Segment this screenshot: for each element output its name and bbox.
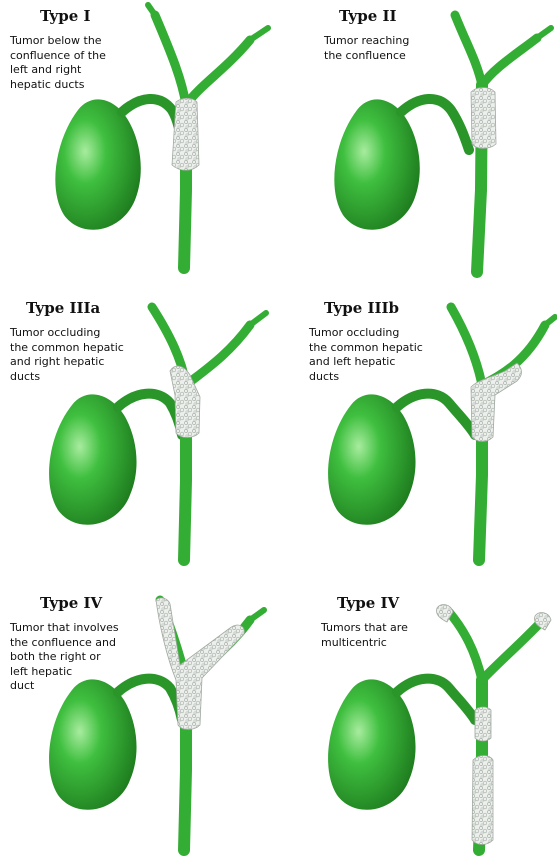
panel-description: Tumor occluding the common hepatic and l… <box>309 326 423 384</box>
biliary-illustration-type-ii <box>279 0 557 285</box>
biliary-illustration-type-iv <box>0 570 278 856</box>
panel-type-iv-multicentric: Type IV Tumors that are multicentric <box>279 570 557 855</box>
tumor <box>172 98 199 170</box>
panel-description: Tumor that involves the confluence and b… <box>10 621 119 694</box>
panel-title: Type IIIa <box>26 299 100 317</box>
gallbladder <box>334 99 469 230</box>
panel-description: Tumor reaching the confluence <box>324 34 409 63</box>
gallbladder <box>55 99 182 230</box>
tumor <box>472 756 493 845</box>
panel-title: Type I <box>40 7 91 25</box>
tumor <box>471 88 496 149</box>
gallbladder <box>328 679 475 810</box>
panel-type-iiia: Type IIIa Tumor occluding the common hep… <box>0 285 278 570</box>
panel-type-iv-confluence: Type IV Tumor that involves the confluen… <box>0 570 278 855</box>
panel-title: Type IIIb <box>324 299 399 317</box>
panel-title: Type IV <box>337 594 399 612</box>
biliary-illustration-type-iv-multicentric <box>279 570 557 856</box>
bile-ducts <box>451 307 555 560</box>
panel-type-ii: Type II Tumor reaching the confluence <box>279 0 557 285</box>
gallbladder <box>49 394 182 525</box>
gallbladder <box>328 394 475 525</box>
panel-title: Type II <box>339 7 397 25</box>
gallbladder <box>49 679 182 810</box>
panel-description: Tumor below the confluence of the left a… <box>10 34 106 92</box>
panel-type-iiib: Type IIIb Tumor occluding the common hep… <box>279 285 557 570</box>
bile-ducts <box>152 307 266 560</box>
panel-type-i: Type I Tumor below the confluence of the… <box>0 0 278 285</box>
panel-description: Tumor occluding the common hepatic and r… <box>10 326 124 384</box>
tumor <box>156 598 244 730</box>
tumor <box>475 707 491 741</box>
bile-ducts <box>148 5 268 268</box>
panel-title: Type IV <box>40 594 102 612</box>
bile-ducts <box>449 612 541 850</box>
panel-description: Tumors that are multicentric <box>321 621 408 650</box>
